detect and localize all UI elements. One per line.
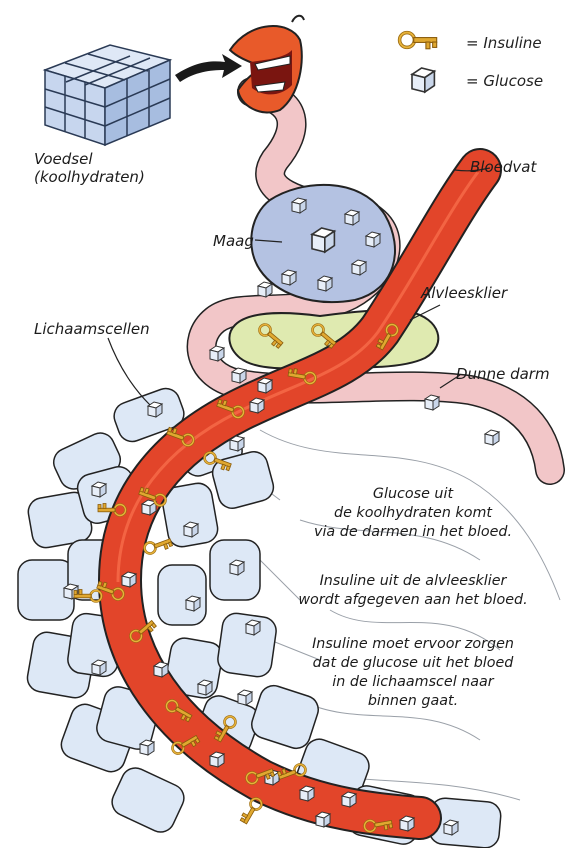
- legend-insuline: = Insuline: [466, 34, 542, 52]
- sugar-cube-icon: [412, 68, 434, 92]
- label-alvleesklier: Alvleesklier: [421, 284, 507, 302]
- label-voedsel: Voedsel (koolhydraten): [34, 150, 145, 186]
- explanation-p3-line: dat de glucose uit het bloed: [278, 654, 548, 673]
- explanation-paragraph-1: Glucose uit de koolhydraten komt via de …: [278, 485, 548, 542]
- explanation-p2-line: Insuline uit de alvleesklier: [278, 572, 548, 591]
- label-dunne-darm: Dunne darm: [456, 365, 550, 383]
- explanation-paragraph-2: Insuline uit de alvleesklier wordt afgeg…: [278, 572, 548, 610]
- explanation-p3-line: binnen gaat.: [278, 692, 548, 711]
- label-maag: Maag: [213, 232, 254, 250]
- explanation-p1-line: de koolhydraten komt: [278, 504, 548, 523]
- explanation-p2-line: wordt afgegeven aan het bloed.: [278, 591, 548, 610]
- key-icon: [400, 33, 437, 49]
- label-lichaamscellen: Lichaamscellen: [34, 320, 150, 338]
- explanation-paragraph-3: Insuline moet ervoor zorgen dat de gluco…: [278, 635, 548, 710]
- label-voedsel-line1: Voedsel: [34, 150, 145, 168]
- explanation-p1-line: Glucose uit: [278, 485, 548, 504]
- arrow-icon: [175, 54, 242, 82]
- explanation-p3-line: in de lichaamscel naar: [278, 673, 548, 692]
- legend-glucose: = Glucose: [466, 72, 543, 90]
- label-voedsel-line2: (koolhydraten): [34, 168, 145, 186]
- food-cube-icon: [45, 45, 170, 145]
- label-bloedvat: Bloedvat: [470, 158, 536, 176]
- explanation-p1-line: via de darmen in het bloed.: [278, 523, 548, 542]
- explanation-p3-line: Insuline moet ervoor zorgen: [278, 635, 548, 654]
